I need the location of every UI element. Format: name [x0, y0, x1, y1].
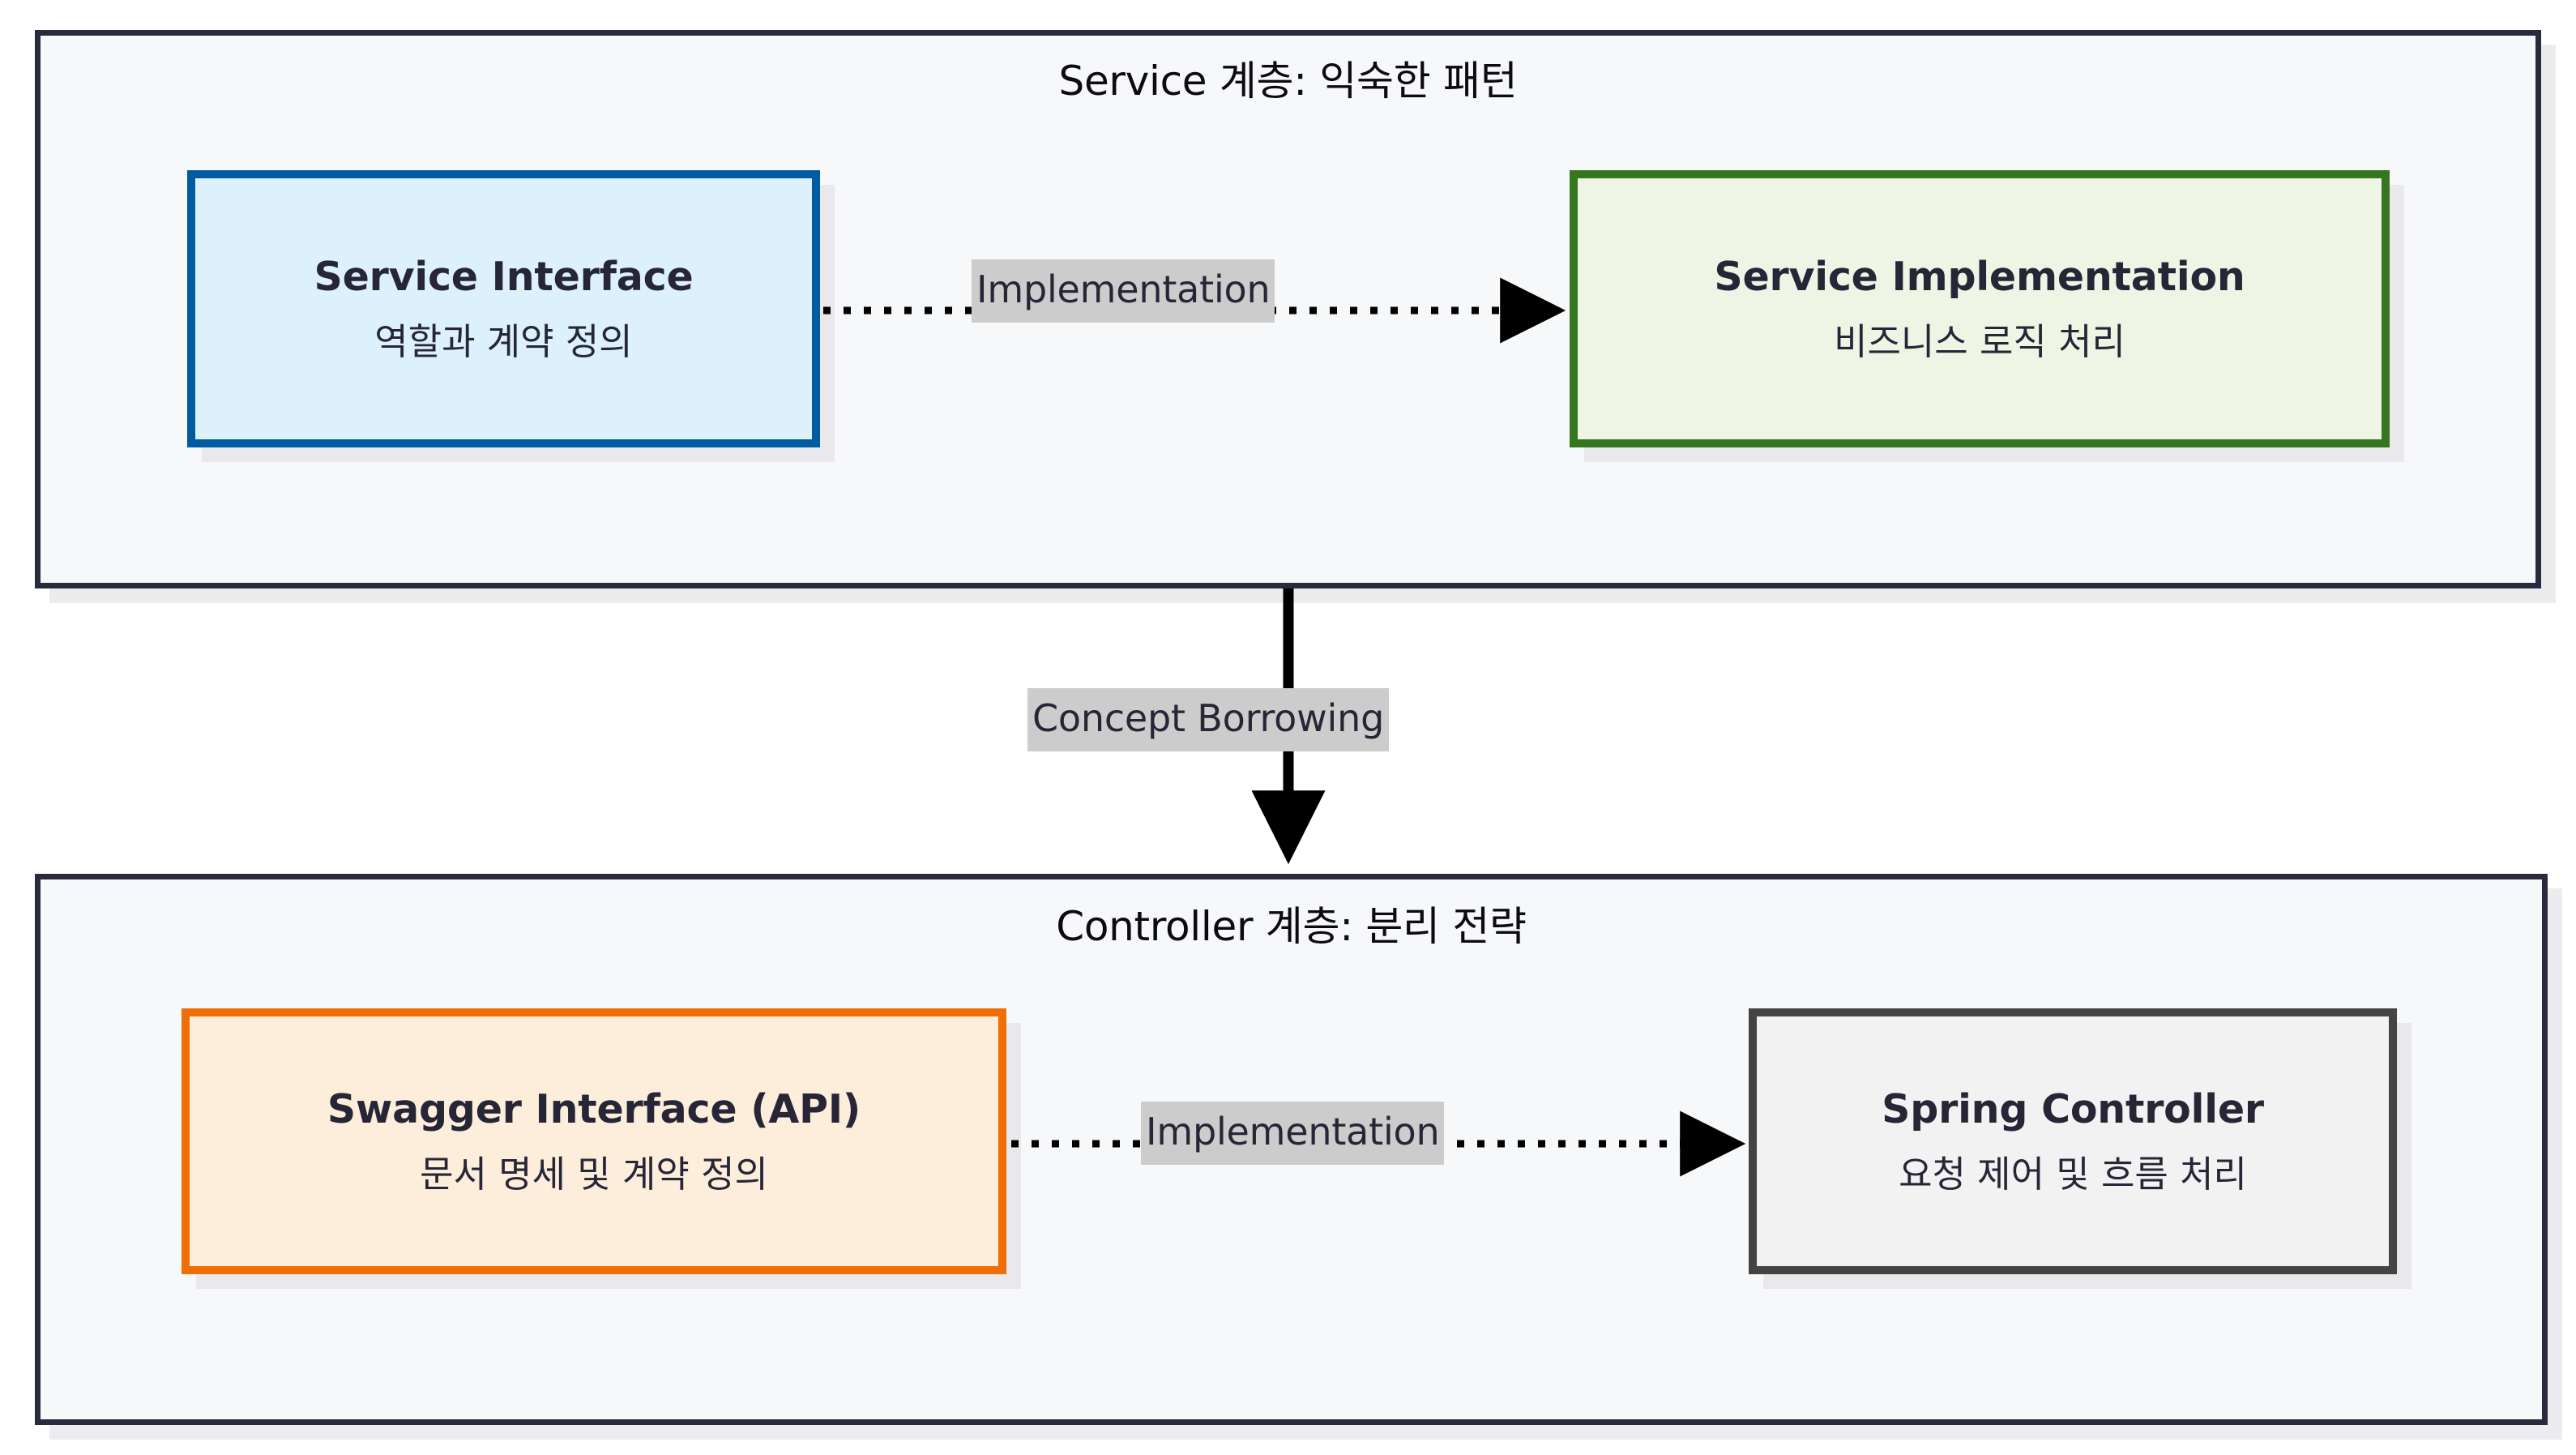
node-swagger-interface-subtitle: 문서 명세 및 계약 정의 [420, 1152, 768, 1196]
node-service-implementation-subtitle: 비즈니스 로직 처리 [1834, 319, 2125, 363]
subgraph-service-layer-title: Service 계층: 익숙한 패턴 [1058, 58, 1518, 105]
node-swagger-interface[interactable]: Swagger Interface (API) 문서 명세 및 계약 정의 [182, 1008, 1006, 1274]
node-service-implementation-title: Service Implementation [1714, 253, 2245, 300]
edge-label-controller-implementation: Implementation [1141, 1102, 1445, 1165]
edge-label-concept-borrowing: Concept Borrowing [1027, 688, 1390, 751]
subgraph-controller-layer-title: Controller 계층: 분리 전략 [1056, 903, 1527, 950]
node-swagger-interface-title: Swagger Interface (API) [327, 1085, 861, 1132]
node-service-interface[interactable]: Service Interface 역할과 계약 정의 [187, 170, 820, 447]
node-spring-controller-subtitle: 요청 제어 및 흐름 처리 [1899, 1152, 2247, 1196]
node-service-implementation[interactable]: Service Implementation 비즈니스 로직 처리 [1570, 170, 2390, 447]
node-service-interface-subtitle: 역할과 계약 정의 [374, 319, 633, 363]
node-spring-controller[interactable]: Spring Controller 요청 제어 및 흐름 처리 [1749, 1008, 2397, 1274]
edge-label-service-implementation: Implementation [972, 259, 1275, 323]
node-spring-controller-title: Spring Controller [1882, 1085, 2264, 1132]
node-service-interface-title: Service Interface [314, 253, 694, 300]
